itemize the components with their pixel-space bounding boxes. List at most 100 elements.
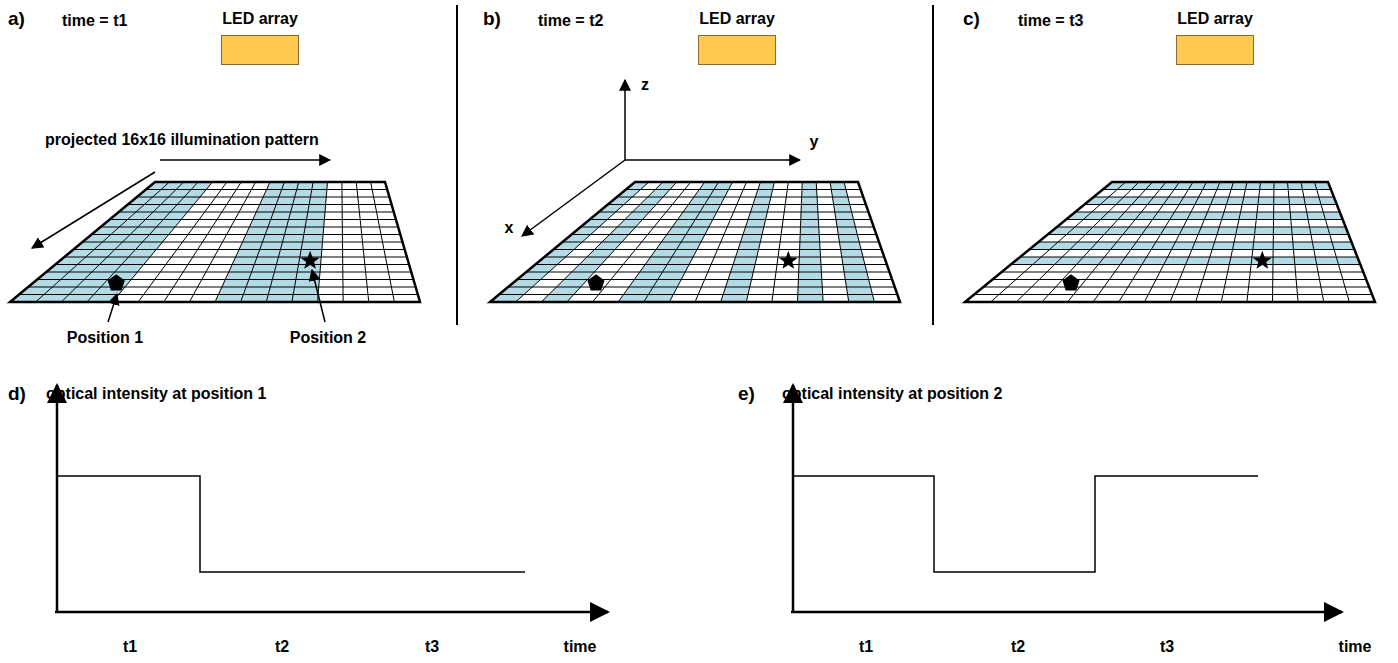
lit-cell [838, 235, 859, 243]
lit-cell [252, 265, 277, 273]
lit-cell [836, 220, 855, 228]
lit-cell [1255, 227, 1274, 235]
grid-line [73, 249, 404, 250]
grid-line [721, 182, 761, 302]
lit-cell [799, 250, 820, 258]
time-label: time = t1 [62, 12, 127, 30]
chart-title: optical intensity at position 2 [782, 385, 1002, 403]
grid-line [1020, 257, 1357, 258]
panel-letter: a) [8, 8, 25, 30]
axis-label: y [810, 133, 819, 151]
lit-cell [801, 212, 819, 220]
grid-line [544, 257, 884, 258]
led-array: LED array [1176, 35, 1254, 65]
position-2-marker [1253, 251, 1272, 269]
lit-cell [274, 265, 298, 273]
axis-title: time [564, 638, 597, 656]
lit-cell [1289, 197, 1305, 205]
node-heading: LED array [222, 10, 298, 28]
lit-cell [232, 257, 257, 265]
lit-cell [845, 280, 870, 288]
lit-cell [556, 280, 587, 288]
signal-trace [793, 476, 1258, 572]
grid-line [816, 182, 823, 302]
grid-line [526, 272, 889, 273]
grid-line [1221, 182, 1247, 302]
lit-cell [753, 197, 771, 205]
lit-cell [733, 257, 757, 265]
panel-letter: e) [738, 383, 755, 405]
grid-group [10, 182, 1375, 302]
lit-cell [1315, 257, 1338, 265]
lit-cell [842, 257, 865, 265]
lit-cell [841, 250, 863, 258]
grid-line [563, 242, 880, 243]
grid-line [1273, 182, 1275, 302]
grid-line [28, 287, 416, 288]
grid-line [535, 264, 887, 265]
lit-cell [1192, 242, 1215, 250]
lit-cell [800, 220, 818, 228]
axis-arrow [625, 159, 800, 161]
axis-arrow [624, 80, 626, 160]
lit-cell [1310, 227, 1330, 235]
lit-cell [1212, 242, 1234, 250]
position-1-marker [1063, 274, 1080, 290]
lit-cell [549, 287, 581, 295]
lit-cell [798, 280, 822, 288]
chart-axis [55, 611, 608, 614]
grid-line [19, 294, 418, 295]
grid-line [1196, 182, 1234, 302]
lit-cell [278, 250, 301, 258]
lit-cell [1293, 242, 1314, 250]
lit-cell [728, 272, 753, 280]
pattern-caption: projected 16x16 illumination pattern [45, 131, 319, 149]
lit-cell [741, 235, 763, 243]
signal-trace [57, 476, 525, 572]
dimension-arrow [160, 159, 330, 161]
lit-cell [831, 190, 848, 198]
grid-line [1301, 182, 1324, 302]
lit-cell [1217, 227, 1237, 235]
lit-cell [802, 190, 817, 198]
leader-line [312, 270, 325, 322]
grid-line [508, 287, 895, 288]
lit-cell [257, 250, 280, 258]
lit-cell [798, 287, 823, 295]
lit-cell [283, 235, 304, 243]
time-label: time = t2 [538, 12, 603, 30]
lit-cell [1253, 242, 1273, 250]
position-label: Position 1 [67, 329, 143, 347]
grid-line [1002, 272, 1364, 273]
lit-cell [225, 272, 251, 280]
lit-cell [272, 272, 297, 280]
tick-label: t2 [1011, 638, 1025, 656]
lit-cell [1273, 257, 1295, 265]
grid-line [1247, 182, 1261, 302]
lit-cell [846, 287, 872, 295]
lit-cell [304, 227, 324, 235]
lit-cell [115, 265, 144, 273]
lit-cell [799, 265, 822, 273]
grid-line [517, 279, 892, 280]
lit-cell [1307, 212, 1326, 220]
lit-cell [835, 212, 854, 220]
marker-group [108, 251, 1272, 291]
lit-cell [800, 242, 821, 250]
lit-cell [738, 242, 760, 250]
lit-cell [750, 205, 769, 213]
grid-line [772, 182, 788, 302]
position-2-marker [301, 251, 320, 269]
grid-border [490, 182, 900, 302]
panel-letter: d) [8, 383, 26, 405]
grid-line [499, 294, 897, 295]
chart-title: optical intensity at position 1 [46, 385, 266, 403]
grid-line [83, 242, 403, 243]
lit-cell [260, 242, 283, 250]
lit-cell [564, 272, 594, 280]
position-2-marker [779, 251, 798, 269]
lit-cell [1274, 212, 1291, 220]
lit-cell [1242, 197, 1259, 205]
position-1-marker [587, 274, 604, 290]
grid-line [64, 257, 407, 258]
